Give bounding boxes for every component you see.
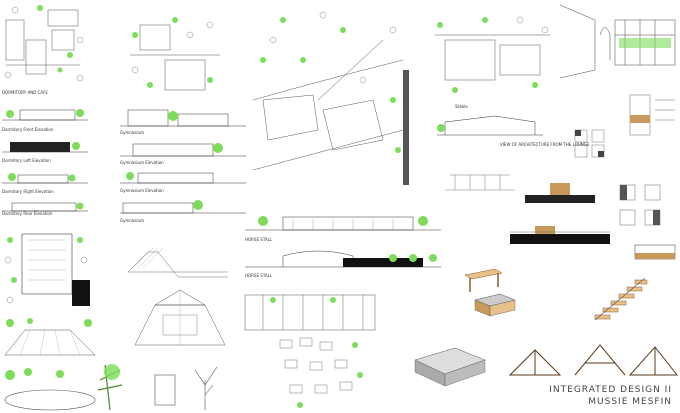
label-stable: Stable [455,104,468,109]
detail-footing [525,183,595,203]
detail-joints [619,184,661,226]
label-view-lounge: VIEW OF ARCHITECTURE FROM THE LOUNGE [500,142,590,147]
label-left-elevation: Dormitory Left Elevation [2,158,51,163]
axon-stair [594,277,648,321]
elevation-stable [437,115,543,136]
project-author: MUSSIE MESFIN [588,397,672,407]
site-plan-housing [279,337,363,408]
site-plan-gym [130,17,220,91]
truss-details [508,344,679,376]
label-horse-stall-1: HORSE STALL [245,237,273,242]
elevation-dormitory-rear [2,202,88,212]
perspective-stall-interior [244,294,376,331]
label-horse-stall-2: HORSE STALL [245,273,273,278]
axon-slab-detail [414,347,486,387]
perspective-lounge [559,4,676,79]
sketch-trees [154,366,218,410]
elevation-dormitory-left [2,142,88,153]
elevation-dormitory-front [2,109,88,121]
elevation-horse-stall-a [245,216,441,231]
perspective-stable-sketch [445,174,515,191]
elevation-horse-stall-b [245,250,441,268]
section-bleachers [127,247,228,278]
label-dormitory-cafe: DORMITORY AND CAFE [2,90,48,95]
master-site-plan [252,11,409,185]
perspective-field [4,318,96,356]
elevation-gym-c [120,172,246,184]
axon-bench [464,268,503,292]
site-plan-dormitory [2,2,88,88]
label-gymnasium-2: Gymnasium [120,218,144,223]
label-gym-elevation-2: Gymnasium Elevation [120,188,164,193]
label-rear-elevation: Dormitory Rear Elevation [2,211,53,216]
axon-platform [474,293,516,317]
perspective-track [4,364,123,411]
site-plan-field [4,233,90,306]
elevation-dormitory-right [2,173,88,184]
label-front-elevation: Dormitory Front Elevation [2,127,54,132]
project-title: INTEGRATED DESIGN II [549,385,672,395]
detail-stair-section [634,244,676,260]
site-plan-stable [435,16,550,93]
elevation-gym-b [120,143,246,157]
label-gym-elevation-1: Gymnasium Elevation [120,160,164,165]
detail-foundation [510,226,610,244]
elevation-gym-a [120,109,246,127]
label-gymnasium: Gymnasium [120,130,144,135]
elevation-gym-d [120,200,246,214]
perspective-gym-interior [134,289,226,346]
label-right-elevation: Dormitory Right Elevation [2,189,54,194]
detail-wall-section [574,94,675,158]
